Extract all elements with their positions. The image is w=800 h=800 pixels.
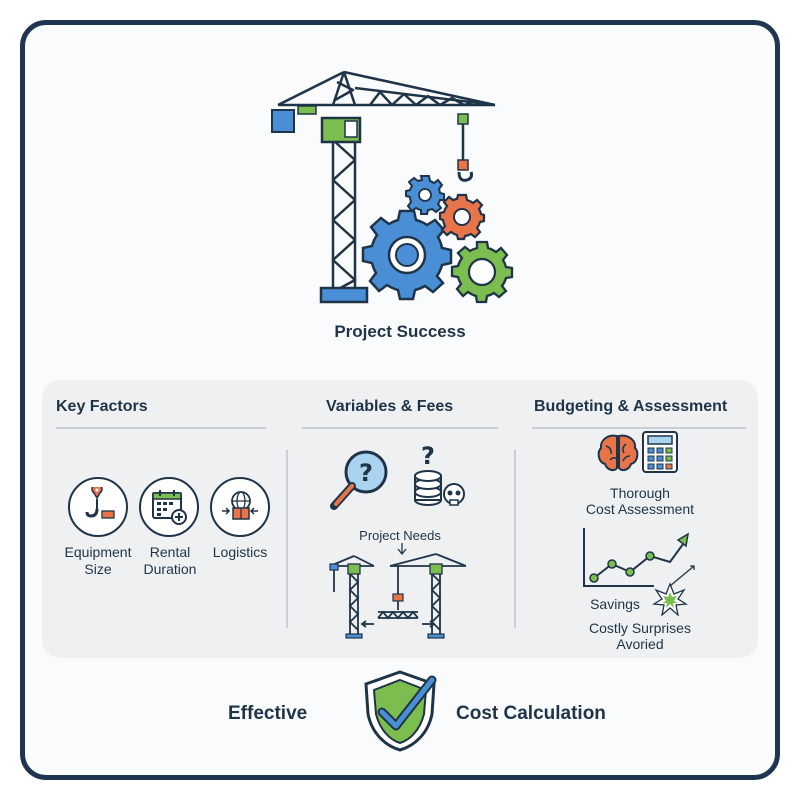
rental-duration-label: Rental Duration xyxy=(143,544,197,577)
cost-assessment-label: Thorough Cost Assessment xyxy=(585,485,695,517)
globe-truck-icon xyxy=(222,491,258,520)
skull-icon xyxy=(443,483,465,506)
trend-chart-icon xyxy=(583,528,695,616)
logistics-label: Logistics xyxy=(212,544,268,560)
column-divider xyxy=(514,450,516,628)
down-arrow-icon xyxy=(397,543,407,555)
brain-icon xyxy=(597,434,639,472)
magnifier-question-icon: ? xyxy=(330,450,388,510)
orange-gear-icon xyxy=(438,193,486,241)
equipment-size-badge xyxy=(68,477,128,537)
shield-check-icon xyxy=(364,670,437,752)
hero-label: Project Success xyxy=(334,322,466,341)
budgeting-rule xyxy=(532,427,746,429)
svg-text:?: ? xyxy=(359,459,373,487)
crane-gears-illustration xyxy=(271,70,514,304)
equipment-size-label: Equipment Size xyxy=(64,544,132,577)
crane-icon xyxy=(277,70,496,294)
variables-rule xyxy=(302,427,498,429)
footer-right-text: Cost Calculation xyxy=(456,703,606,724)
rental-duration-badge xyxy=(139,477,199,537)
small-gear-icon xyxy=(405,175,445,215)
svg-text:?: ? xyxy=(421,442,435,470)
project-needs-label: Project Needs xyxy=(359,528,441,543)
green-gear-icon xyxy=(450,240,514,304)
key-factors-title: Key Factors xyxy=(56,398,148,415)
coins-question-icon: ? xyxy=(414,442,465,506)
logistics-badge xyxy=(210,477,270,537)
budgeting-title: Budgeting & Assessment xyxy=(534,398,728,415)
column-divider xyxy=(286,450,288,628)
savings-label: Savings xyxy=(590,596,640,612)
calendar-icon xyxy=(152,490,187,525)
variables-fees-title: Variables & Fees xyxy=(326,398,454,415)
crane-hook-icon xyxy=(85,487,115,519)
blue-gear-icon xyxy=(361,209,453,301)
costly-surprises-label: Costly Surprises Avoried xyxy=(589,620,691,652)
footer-left-text: Effective xyxy=(228,703,308,724)
burst-icon xyxy=(652,582,688,616)
key-factors-rule xyxy=(56,427,266,429)
calculator-icon xyxy=(642,431,678,473)
tower-cranes-icon xyxy=(329,553,467,639)
